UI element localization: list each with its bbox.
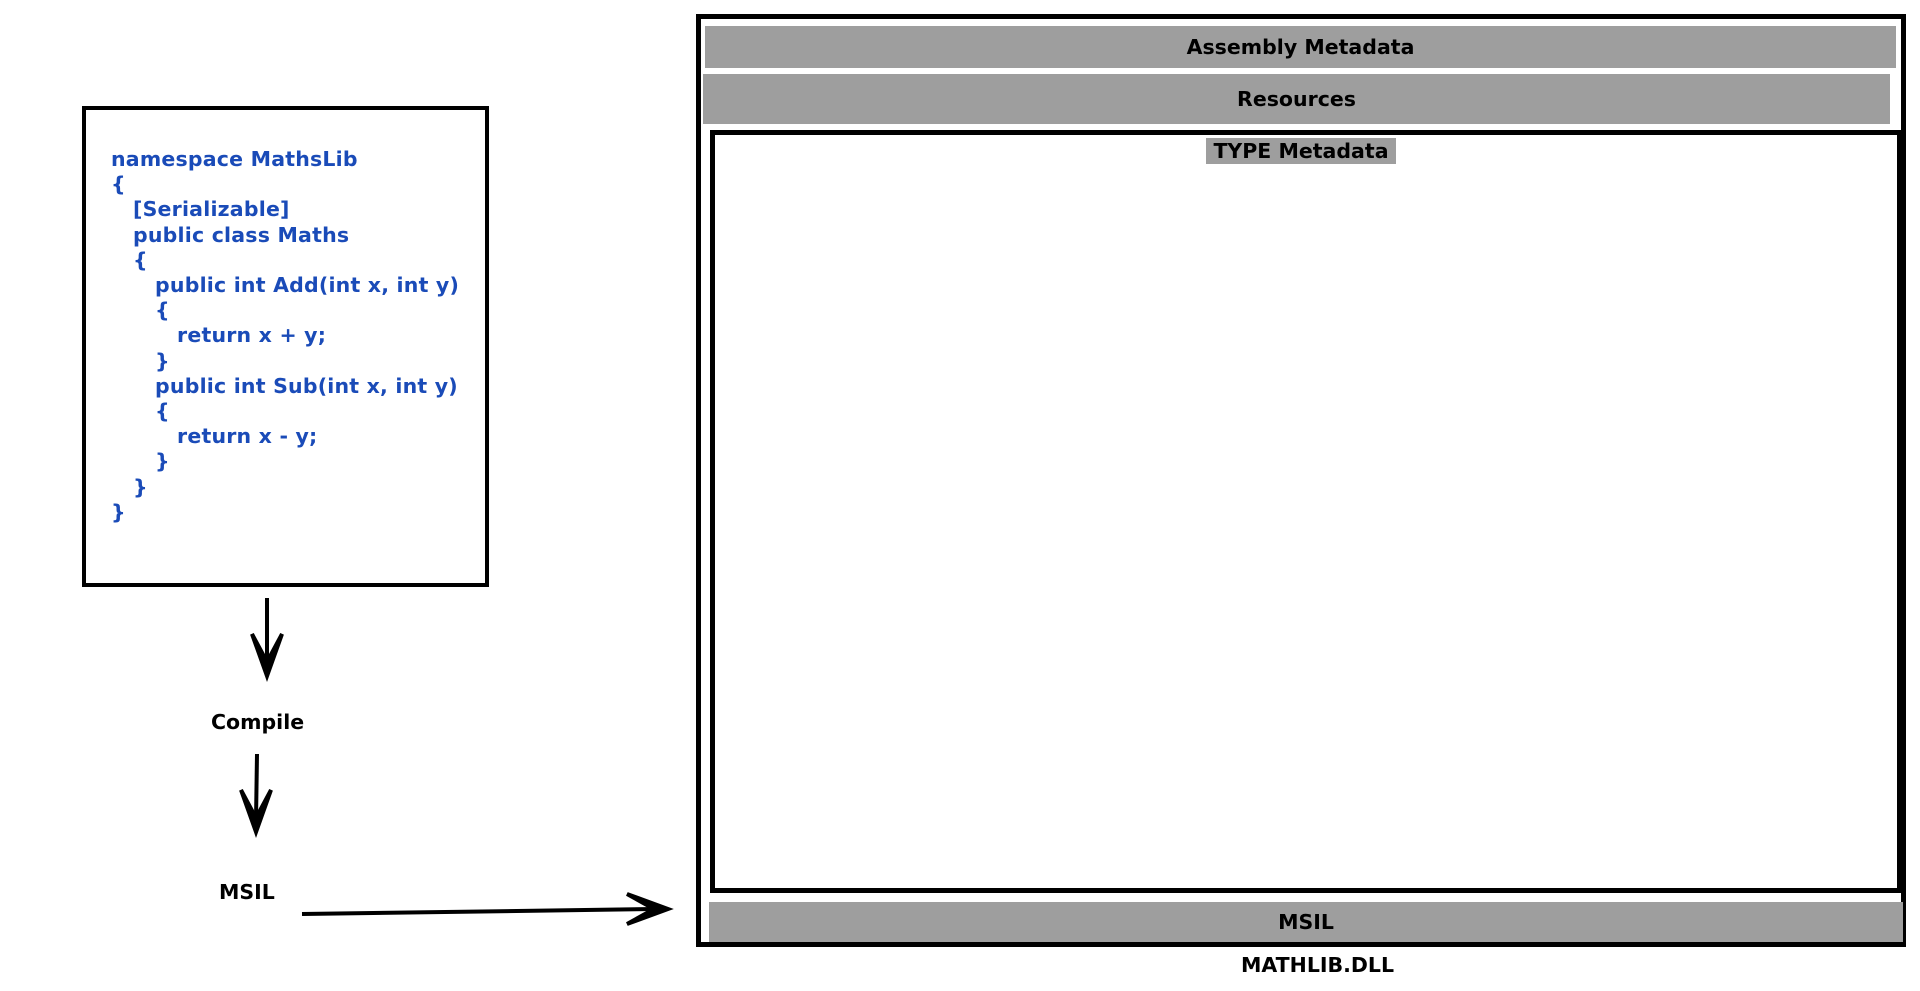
type-metadata-label: TYPE Metadata [1206,138,1396,164]
arrow-to-compile-head [250,633,284,682]
dll-caption: MATHLIB.DLL [1241,953,1395,977]
code-line: public class Maths [111,222,350,247]
code-line: { [111,247,148,272]
code-line: public int Sub(int x, int y) [111,373,458,398]
code-line: } [111,474,148,499]
arrow-to-msil [254,753,259,821]
code-line: } [111,348,170,373]
code-line: } [111,499,126,524]
arrow-to-dll [301,907,656,916]
code-line: return x + y; [111,323,327,348]
code-line: { [111,298,170,323]
code-line: } [111,449,170,474]
code-line: namespace MathsLib [111,147,358,171]
resources-bar: Resources [703,74,1890,124]
code-line: [Serializable] [111,197,290,222]
code-line: { [111,399,170,424]
code-line: return x - y; [111,424,318,449]
msil-flow-label: MSIL [219,880,275,904]
arrow-to-dll-head [626,892,674,926]
arrow-to-msil-head [239,789,273,838]
code-line: public int Add(int x, int y) [111,273,460,298]
source-code-box: namespace MathsLib { [Serializable] publ… [82,106,489,587]
compile-label: Compile [211,710,305,734]
msil-bar: MSIL [709,902,1903,942]
assembly-metadata-bar: Assembly Metadata [705,26,1896,68]
code-line: { [111,172,126,197]
type-metadata-frame: TYPE Metadata [710,130,1902,893]
source-code-lines: namespace MathsLib { [Serializable] publ… [111,147,459,525]
dll-container: Assembly Metadata Resources TYPE Metadat… [696,14,1906,947]
